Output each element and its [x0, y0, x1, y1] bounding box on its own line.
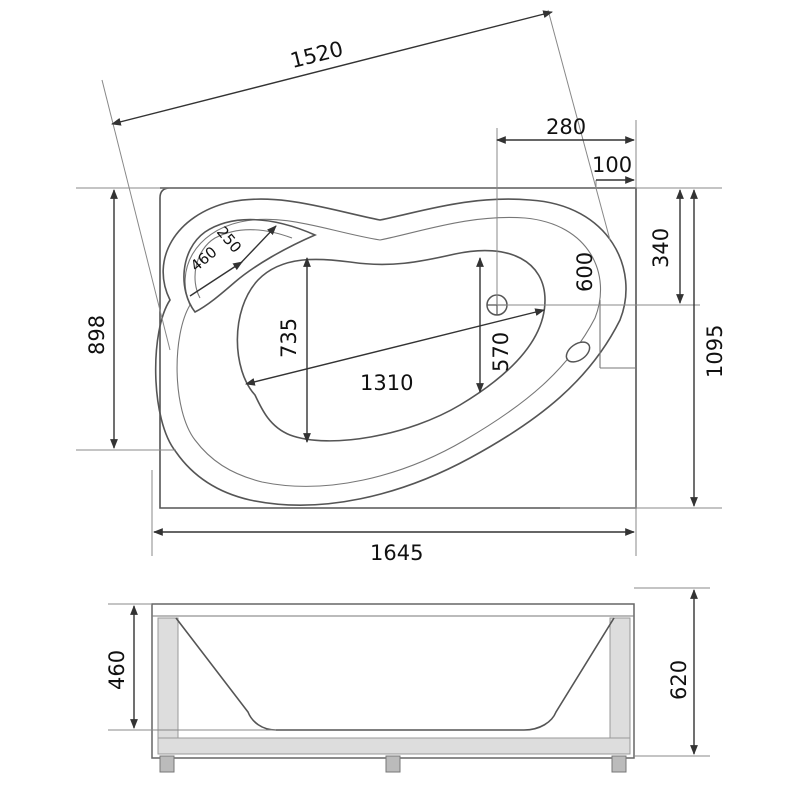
foot-middle	[385, 755, 401, 773]
left-panel	[157, 617, 179, 747]
bottom-panel	[157, 737, 631, 755]
dim-drain-to-edge: 340	[649, 228, 673, 268]
corner-step	[599, 300, 636, 369]
dim-overall-height: 620	[667, 660, 691, 700]
dim-rim-offset: 100	[592, 153, 632, 177]
dim-rim-depth: 600	[573, 252, 597, 292]
dim-inner-length: 1310	[360, 371, 413, 395]
dim-inner-width: 735	[277, 318, 301, 358]
dim-drain-depth: 570	[489, 332, 513, 372]
foot-right	[611, 755, 627, 773]
side-view: 460 620	[105, 587, 710, 773]
headrest-outline	[183, 218, 317, 314]
dim-short-side-width: 898	[85, 315, 109, 355]
dim-headrest-length: 460	[187, 243, 221, 275]
top-view: 1520 280 100 898 735 1310 570 600 340 10…	[76, 9, 727, 565]
shell-outer-rim	[154, 198, 627, 506]
dim-inner-depth: 460	[105, 650, 129, 690]
dim-drain-offset: 280	[546, 115, 586, 139]
shell-inner-rim	[176, 216, 602, 487]
foot-left	[159, 755, 175, 773]
dim-overall-width: 1095	[703, 325, 727, 378]
dim-overall-length: 1645	[370, 541, 423, 565]
overflow-icon	[565, 341, 591, 363]
dim-headrest-width: 250	[213, 223, 245, 257]
right-panel	[609, 617, 631, 747]
basin-outline	[236, 249, 546, 442]
dim-diagonal-length: 1520	[288, 37, 346, 73]
shell-profile	[175, 617, 615, 731]
